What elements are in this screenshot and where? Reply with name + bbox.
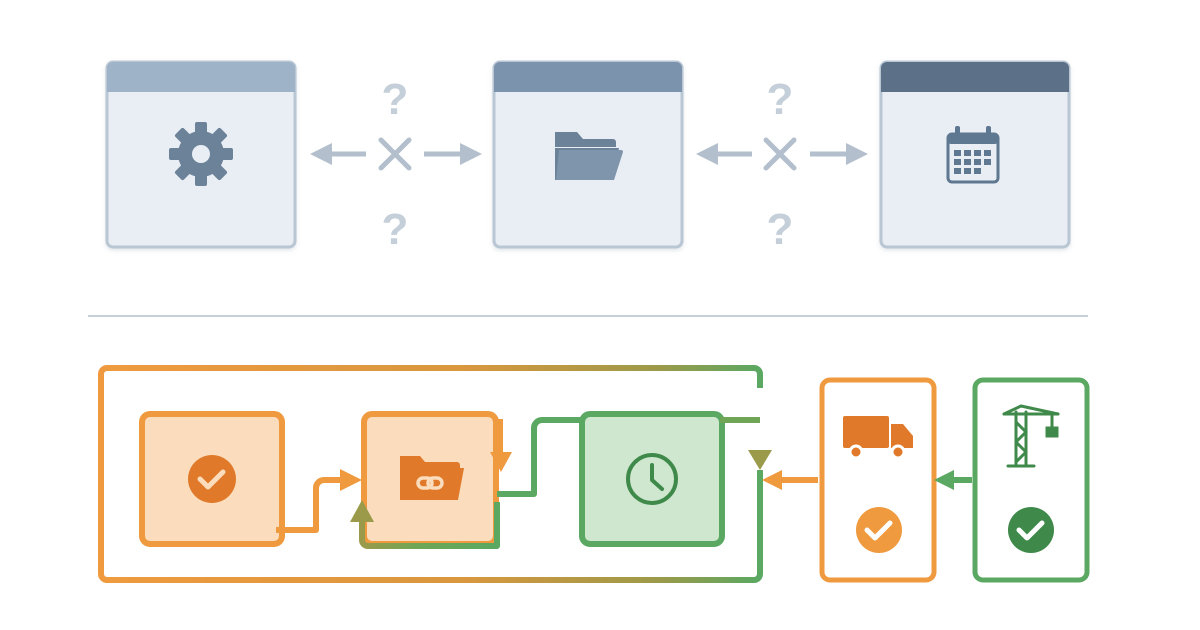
- arrow-right-icon: [810, 143, 868, 165]
- window-header: [494, 62, 682, 92]
- arrowhead: [934, 470, 954, 490]
- folder-icon: [555, 132, 623, 180]
- checkmark-icon: [188, 455, 236, 503]
- connector-2: ? ?: [696, 75, 868, 254]
- linked-folder-icon: [400, 456, 464, 500]
- checkmark-icon: [856, 507, 902, 553]
- cross-icon: [763, 137, 797, 171]
- arrowhead: [350, 500, 374, 522]
- node-linked-folder: [361, 411, 499, 547]
- question-mark-bottom: ?: [382, 205, 409, 254]
- arrow-left-icon: [696, 143, 752, 165]
- construction-crane-icon: [1002, 404, 1060, 468]
- arrow-left-icon: [310, 143, 366, 165]
- checkmark-icon: [1008, 507, 1054, 553]
- node-approved: [139, 411, 285, 547]
- connector-1: ? ?: [310, 75, 482, 254]
- delivery-truck-icon: [843, 416, 913, 460]
- arrowhead: [762, 470, 782, 490]
- outer-loop-arrowhead: [748, 450, 772, 470]
- node-frame: [972, 377, 1090, 583]
- arrowhead: [340, 469, 362, 491]
- inner-return-connector: [359, 502, 500, 549]
- connector-node2-in: [496, 419, 503, 452]
- node-delivery: [819, 377, 937, 583]
- arrow-right-icon: [424, 143, 482, 165]
- cross-icon: [378, 137, 412, 171]
- connector-node1-node2: [276, 477, 342, 533]
- gear-icon: [169, 122, 233, 186]
- arrowhead: [490, 452, 512, 472]
- window-header: [881, 62, 1069, 92]
- calendar-icon: [946, 126, 1000, 184]
- node-construction: [972, 377, 1090, 583]
- question-mark-top: ?: [767, 75, 794, 124]
- question-mark-top: ?: [382, 75, 409, 124]
- question-mark-bottom: ?: [767, 205, 794, 254]
- node-clock: [579, 411, 725, 547]
- clock-icon: [626, 453, 678, 505]
- connector-node2-node3: [497, 417, 584, 497]
- window-header: [107, 62, 295, 92]
- outer-loop-connector: [98, 365, 763, 583]
